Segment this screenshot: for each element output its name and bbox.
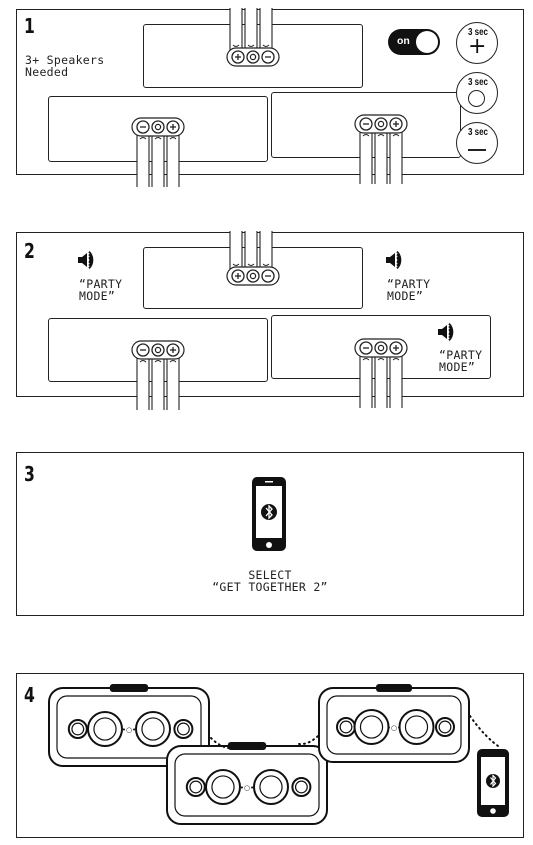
- plus-button-icon: [166, 343, 180, 357]
- logo-mark: •○•: [387, 724, 401, 732]
- hold-duration-label: 3 sec: [467, 77, 489, 88]
- portable-speaker: •○•: [166, 742, 328, 825]
- button-cluster: [226, 266, 280, 286]
- minus-button-icon: [261, 269, 275, 283]
- button-cluster: [131, 117, 185, 137]
- speaker-driver: [291, 777, 312, 797]
- speakers-needed-note: 3+ Speakers Needed: [25, 53, 105, 79]
- speaker-sound-icon: [78, 250, 94, 270]
- hand-pressing-icon: [359, 122, 403, 184]
- select-instruction: SELECT “GET TOGETHER 2”: [212, 568, 328, 594]
- power-toggle[interactable]: on: [388, 29, 440, 55]
- minus-icon: [468, 149, 486, 151]
- speaker-driver: [87, 711, 123, 747]
- plus-button-icon: [231, 50, 245, 64]
- minus-button-icon: [359, 117, 373, 131]
- bluetooth-icon: [486, 774, 500, 788]
- speaker-driver: [67, 719, 88, 739]
- minus-button-icon: [136, 343, 150, 357]
- plus-button-icon: [389, 117, 403, 131]
- minus-button-icon: [359, 341, 373, 355]
- volume-down-hold-button[interactable]: 3 sec: [456, 122, 498, 164]
- party-button-icon: [374, 341, 388, 355]
- hand-pressing-icon: [229, 8, 273, 59]
- step-number: 4: [24, 683, 35, 707]
- hands-and-sound-icons: [78, 231, 454, 410]
- logo-mark: •○•: [122, 726, 136, 734]
- party-button-icon: [374, 117, 388, 131]
- party-mode-label-right: “PARTY MODE”: [387, 277, 431, 303]
- speaker-driver: [336, 717, 356, 737]
- plus-button-icon: [389, 341, 403, 355]
- portable-speaker: •○•: [318, 684, 470, 763]
- button-cluster: [226, 47, 280, 67]
- step-3-panel: 3 SELECT “GET TOGETHER 2”: [16, 452, 524, 616]
- button-cluster: [354, 114, 408, 134]
- linked-speakers-illustration: •○• •○• •○•: [48, 684, 509, 825]
- speaker-driver: [205, 769, 241, 805]
- button-cluster: [354, 338, 408, 358]
- hands-pressing-buttons: [131, 8, 408, 187]
- step-number: 2: [24, 239, 35, 263]
- connection-dots: [469, 715, 502, 749]
- party-button-icon: [246, 269, 260, 283]
- speaker-driver: [185, 777, 206, 797]
- party-mode-label-left: “PARTY MODE”: [79, 277, 123, 303]
- speaker-driver: [435, 717, 455, 737]
- smartphone-icon: [252, 477, 286, 551]
- portable-speaker: •○•: [48, 684, 210, 767]
- hold-duration-label: 3 sec: [467, 127, 489, 138]
- minus-button-icon: [136, 120, 150, 134]
- speaker-sound-icon: [386, 250, 402, 270]
- step-1-panel: 1 3+ Speakers Needed on 3 sec + 3 sec 3 …: [16, 8, 524, 187]
- plus-button-icon: [166, 120, 180, 134]
- party-mode-label-bottom: “PARTY MODE”: [439, 348, 483, 374]
- bluetooth-icon: [261, 504, 277, 520]
- speaker-driver: [398, 709, 435, 745]
- step-number: 1: [24, 14, 35, 38]
- speaker-driver: [253, 769, 289, 805]
- logo-mark: •○•: [240, 784, 254, 792]
- speaker-driver: [353, 709, 390, 745]
- speaker-sound-icon: [438, 322, 454, 342]
- hand-pressing-icon: [136, 348, 180, 410]
- step-number: 3: [24, 462, 35, 486]
- party-hold-button[interactable]: 3 sec: [456, 72, 498, 114]
- speaker-driver: [135, 711, 171, 747]
- party-button-icon: [151, 343, 165, 357]
- hand-pressing-icon: [359, 346, 403, 408]
- party-circle-icon: [468, 90, 485, 107]
- speaker-driver: [173, 719, 194, 739]
- hold-duration-label: 3 sec: [467, 27, 489, 38]
- step-4-panel: 4 •○• •○• •○•: [16, 673, 524, 838]
- toggle-label: on: [397, 35, 410, 47]
- party-button-icon: [246, 50, 260, 64]
- party-button-icon: [151, 120, 165, 134]
- toggle-knob: [416, 31, 438, 53]
- step-2-panel: 2 “PARTY MODE” “PARTY MODE” “PARTY MODE”: [16, 231, 524, 410]
- volume-up-hold-button[interactable]: 3 sec +: [456, 22, 498, 64]
- button-cluster: [131, 340, 185, 360]
- minus-button-icon: [261, 50, 275, 64]
- plus-icon: +: [468, 34, 487, 59]
- connection-dots: [298, 733, 321, 746]
- plus-button-icon: [231, 269, 245, 283]
